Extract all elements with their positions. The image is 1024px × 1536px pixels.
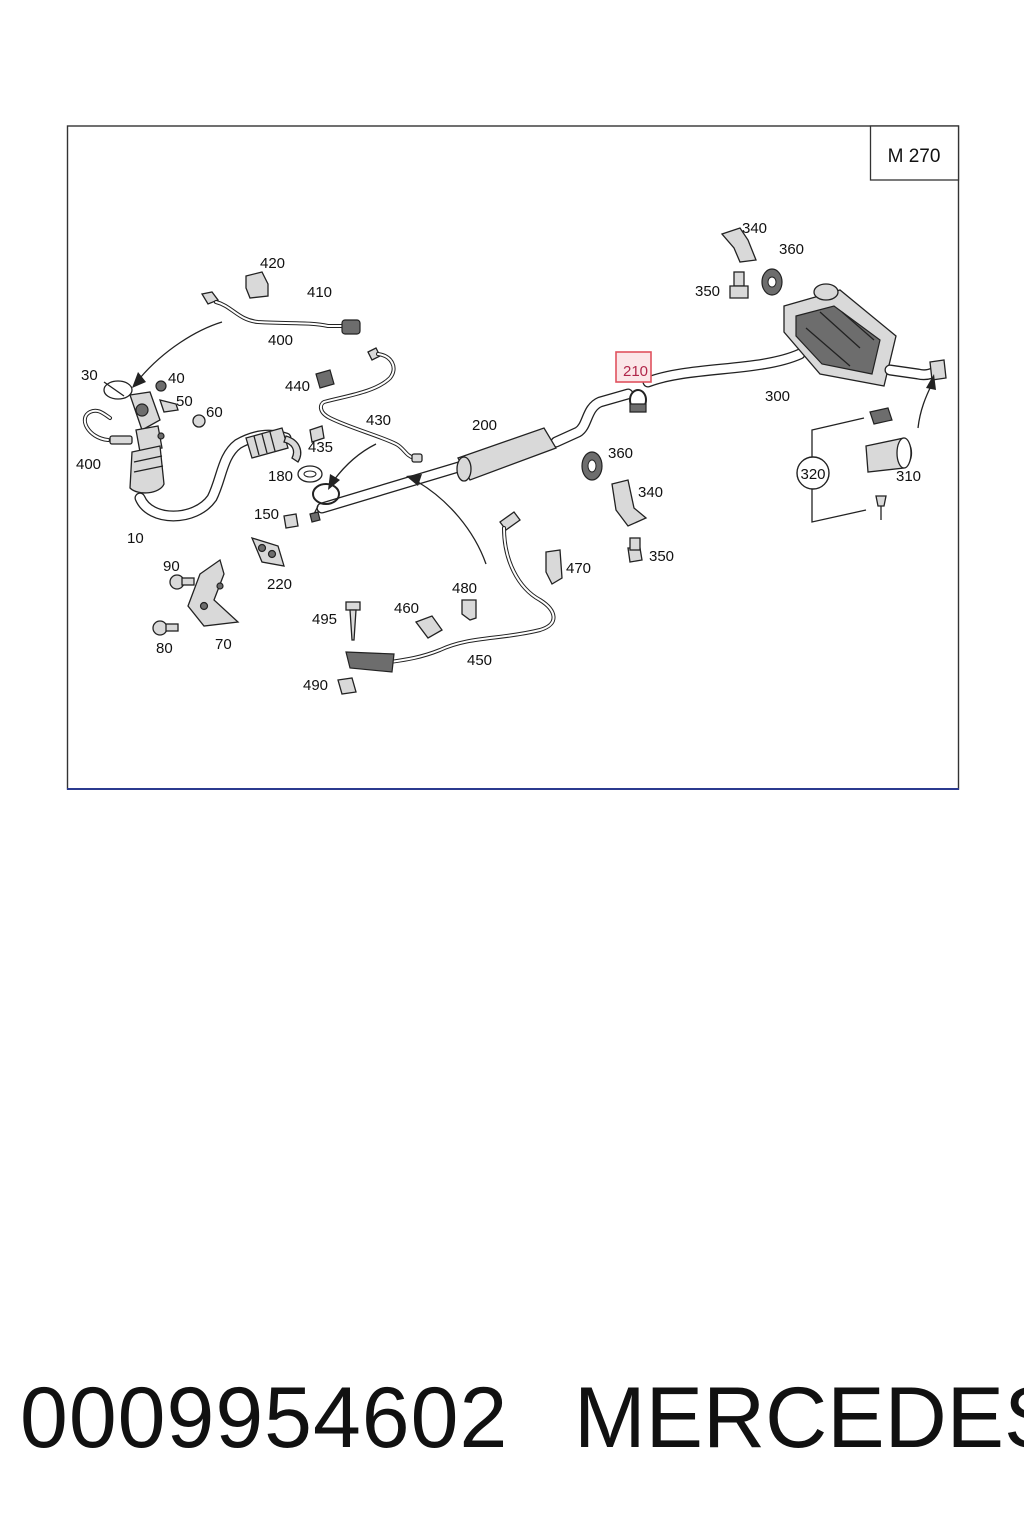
clip-420 bbox=[245, 271, 269, 299]
gasket-180 bbox=[297, 465, 323, 483]
callout-350-upper: 350 bbox=[695, 283, 720, 300]
callout-450: 450 bbox=[467, 652, 492, 669]
callout-300: 300 bbox=[765, 388, 790, 405]
callout-420: 420 bbox=[260, 255, 285, 272]
callout-30: 30 bbox=[81, 367, 98, 384]
bolt-80 bbox=[152, 620, 179, 636]
nut-40 bbox=[155, 380, 167, 392]
callout-40: 40 bbox=[168, 370, 185, 387]
lambda-sensor-left bbox=[82, 408, 133, 445]
callout-490: 490 bbox=[303, 677, 328, 694]
callout-480: 480 bbox=[452, 580, 477, 597]
callout-50: 50 bbox=[176, 393, 193, 410]
callout-410: 410 bbox=[307, 284, 332, 301]
footer: 0009954602 MERCEDES bbox=[0, 1368, 1024, 1468]
screw-495 bbox=[345, 601, 361, 641]
callout-320-circle bbox=[796, 456, 830, 490]
catalytic-converter bbox=[129, 391, 165, 494]
holder-470 bbox=[545, 549, 563, 585]
lambda-sensor-top bbox=[200, 291, 361, 335]
callout-90: 90 bbox=[163, 558, 180, 575]
callout-80: 80 bbox=[156, 640, 173, 657]
clip-480 bbox=[461, 599, 477, 621]
arrow-head-3 bbox=[406, 474, 422, 486]
bracket-70 bbox=[187, 558, 240, 627]
callout-150: 150 bbox=[254, 506, 279, 523]
rubber-mount-upper bbox=[761, 268, 783, 296]
part-number: 0009954602 bbox=[20, 1370, 509, 1466]
bracket-340-upper bbox=[720, 227, 757, 263]
highlight-box-210 bbox=[615, 351, 652, 383]
lambda-sensor-450 bbox=[345, 511, 556, 673]
callout-60: 60 bbox=[206, 404, 223, 421]
pointer-arrows bbox=[132, 321, 936, 565]
sensor-430 bbox=[318, 347, 423, 463]
callout-310: 310 bbox=[896, 468, 921, 485]
rubber-mount-lower bbox=[581, 451, 603, 481]
callout-320-bracket bbox=[796, 417, 867, 523]
screw-435 bbox=[309, 425, 325, 443]
callout-340-upper: 340 bbox=[742, 220, 767, 237]
engine-code-box bbox=[869, 125, 960, 181]
gasket bbox=[103, 380, 133, 400]
callout-210: 210 bbox=[623, 363, 648, 380]
callout-470: 470 bbox=[566, 560, 591, 577]
callout-labels: 10 30 40 50 60 400 420 410 400 440 430 4… bbox=[76, 220, 921, 694]
holder-440 bbox=[315, 369, 335, 389]
callout-320: 320 bbox=[800, 466, 825, 483]
bracket-460 bbox=[414, 615, 443, 639]
callout-360-upper: 360 bbox=[779, 241, 804, 258]
bracket-220 bbox=[250, 536, 285, 567]
bracket-340-lower bbox=[611, 479, 648, 527]
callout-400-left: 400 bbox=[76, 456, 101, 473]
bolt-350-lower bbox=[627, 537, 643, 563]
callout-435: 435 bbox=[308, 439, 333, 456]
exhaust-pipes bbox=[134, 348, 806, 522]
clamp-210 bbox=[629, 389, 647, 413]
flex-pipe-section bbox=[245, 427, 302, 463]
nut-60 bbox=[192, 414, 206, 428]
callout-200: 200 bbox=[472, 417, 497, 434]
nut-490 bbox=[337, 677, 357, 695]
callout-180: 180 bbox=[268, 468, 293, 485]
rear-silencer bbox=[783, 283, 947, 387]
tailpipe-trim bbox=[865, 407, 913, 520]
callout-70: 70 bbox=[215, 636, 232, 653]
callout-460: 460 bbox=[394, 600, 419, 617]
callout-340-lower: 340 bbox=[638, 484, 663, 501]
callout-360-lower: 360 bbox=[608, 445, 633, 462]
callout-440: 440 bbox=[285, 378, 310, 395]
bolt-90 bbox=[169, 574, 195, 590]
arrow-head-1 bbox=[132, 372, 146, 388]
arrow-head-4 bbox=[926, 374, 936, 390]
engine-code: M 270 bbox=[888, 146, 941, 167]
callout-400-top: 400 bbox=[268, 332, 293, 349]
middle-silencer bbox=[456, 427, 557, 482]
clamp-joint bbox=[309, 483, 340, 523]
callout-430: 430 bbox=[366, 412, 391, 429]
nut-150 bbox=[283, 513, 299, 529]
callout-495: 495 bbox=[312, 611, 337, 628]
brand-name: MERCEDES bbox=[574, 1370, 1024, 1466]
stud-50 bbox=[159, 399, 179, 413]
bolt-350-upper bbox=[729, 271, 749, 299]
callout-10: 10 bbox=[127, 530, 144, 547]
arrow-head-2 bbox=[328, 474, 340, 490]
callout-350-lower: 350 bbox=[649, 548, 674, 565]
callout-220: 220 bbox=[267, 576, 292, 593]
